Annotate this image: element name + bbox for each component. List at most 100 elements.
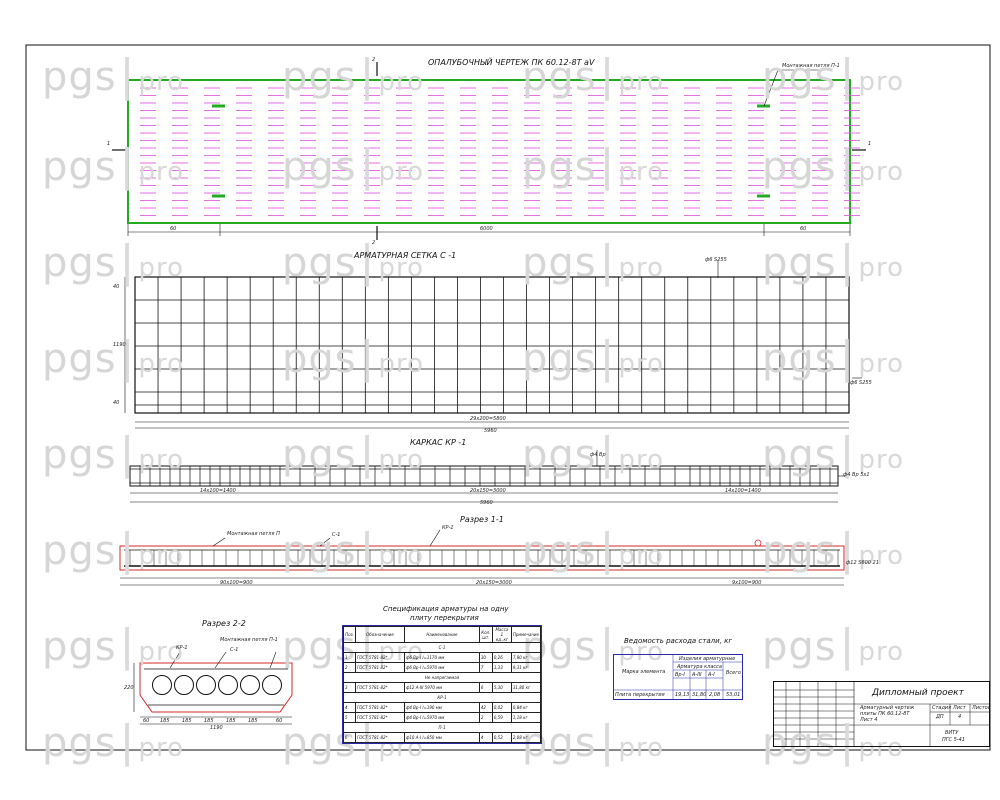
hollow-core — [196, 675, 216, 695]
watermark-separator: | — [359, 140, 376, 191]
dim-label: 1190 — [210, 725, 223, 731]
watermark-suffix: pro — [378, 157, 424, 187]
hollow-core — [240, 675, 260, 695]
spec-cell-mass: 1,33 — [491, 662, 512, 673]
watermark-separator: | — [119, 524, 136, 575]
dim-label: 14х100=1400 — [200, 488, 236, 494]
spec-cell-pos: 1 — [343, 652, 356, 663]
spec-title-1: Спецификация арматуры на одну — [383, 605, 509, 613]
sheet-border — [25, 44, 991, 751]
watermark-brand: pgs — [42, 624, 117, 670]
section-1-callout: КР-1 — [442, 525, 454, 531]
spec-cell-mass: 0,02 — [491, 702, 512, 713]
steel-row-label: Марка элемента — [622, 669, 666, 675]
watermark: pgs|pro — [762, 50, 904, 101]
spec-cell-mass: 0,26 — [491, 652, 512, 663]
dim-label: 14х100=1400 — [725, 488, 761, 494]
dim-label: 185 — [182, 718, 192, 724]
watermark-brand: pgs — [762, 54, 837, 100]
section-1-leader — [429, 529, 441, 547]
dim-label: 40 — [113, 284, 120, 290]
steel-col-label: Вр-I — [675, 672, 685, 678]
spec-cell-pos: 2 — [343, 662, 356, 673]
watermark: pgs|pro — [762, 428, 904, 479]
section-1-marker — [754, 539, 762, 547]
spec-table-frame — [342, 625, 542, 744]
mesh-grid — [135, 277, 849, 413]
spec-header-cell: Примечание — [510, 626, 542, 643]
title-block-org: ВИТУ — [945, 730, 959, 736]
watermark-brand: pgs — [42, 720, 117, 766]
watermark-brand: pgs — [762, 528, 837, 574]
watermark-brand: pgs — [42, 240, 117, 286]
steel-table-grid — [613, 654, 743, 700]
dim-label: 185 — [226, 718, 236, 724]
watermark-suffix: pro — [858, 157, 904, 187]
slab-hatch — [140, 87, 860, 216]
watermark-suffix: pro — [618, 541, 664, 571]
spec-cell-qty: 6 — [478, 682, 493, 693]
watermark-separator: | — [119, 716, 136, 767]
frame-bars — [130, 466, 838, 486]
section-mark-label: 2 — [372, 57, 376, 63]
mesh-title: АРМАТУРНАЯ СЕТКА С -1 — [354, 251, 457, 260]
title-block — [773, 681, 990, 747]
watermark-separator: | — [119, 428, 136, 479]
section-1-view — [119, 529, 845, 586]
steel-col-label: A-III — [692, 672, 702, 678]
section-1-callout: С-1 — [332, 532, 341, 538]
watermark-separator: | — [599, 428, 616, 479]
spec-header-row: Поз. Обозначение Наименование Кол. шт. М… — [343, 626, 542, 643]
watermark-suffix: pro — [138, 349, 184, 379]
watermark-suffix: pro — [138, 445, 184, 475]
spec-cell-name: ф12 A-III 5970 мм — [403, 682, 480, 693]
watermark: pgs|pro — [522, 428, 664, 479]
watermark-brand: pgs — [42, 432, 117, 478]
steel-value: 2,08 — [709, 692, 721, 698]
watermark-suffix: pro — [858, 349, 904, 379]
dim-label: 40 — [113, 400, 120, 406]
spec-cell-mass: 0,52 — [491, 732, 512, 743]
spec-header-cell: Обозначение — [354, 626, 405, 643]
watermark: pgs|pro — [762, 332, 904, 383]
watermark-separator: | — [599, 140, 616, 191]
spec-cell-name: ф6 Вр-I l=5970 мм — [403, 662, 480, 673]
watermark-brand: pgs — [522, 432, 597, 478]
spec-cell-note: 1,18 кг — [510, 712, 542, 723]
watermark-separator: | — [599, 620, 616, 671]
watermark: pgs|pro — [522, 716, 664, 767]
title-block-label: Стадия — [932, 705, 952, 711]
spec-group-row: Не напрягаемая — [343, 672, 541, 683]
dim-label: 185 — [160, 718, 170, 724]
spec-cell-note: 0,84 кг — [510, 702, 542, 713]
spec-cell-pos: 5 — [343, 712, 356, 723]
dim-label: 20х150=3000 — [476, 580, 512, 586]
spec-cell-doc: ГОСТ 5781-82* — [354, 652, 405, 663]
spec-cell-doc: ГОСТ 5781-82* — [354, 662, 405, 673]
spec-header-cell: Масса 1 ед.,кг — [491, 626, 512, 643]
frame-title: КАРКАС КР -1 — [410, 438, 467, 447]
watermark: pgs|pro — [762, 140, 904, 191]
title-block-value: 4 — [958, 714, 962, 720]
watermark-separator: | — [839, 716, 856, 767]
section-2-title: Разрез 2-2 — [202, 619, 246, 628]
spec-cell-doc: ГОСТ 5781-82* — [354, 682, 405, 693]
spec-cell-pos: 6 — [343, 732, 356, 743]
steel-col-label: Изделия арматурные — [679, 656, 736, 662]
section-1-stirrups — [129, 550, 839, 566]
watermark-brand: pgs — [282, 240, 357, 286]
title-block-project: Дипломный проект — [872, 688, 964, 698]
watermark-brand: pgs — [282, 528, 357, 574]
watermark-brand: pgs — [762, 624, 837, 670]
watermark: pgs|pro — [42, 524, 184, 575]
watermark-brand: pgs — [42, 144, 117, 190]
watermark-separator: | — [839, 620, 856, 671]
dim-label: 60 — [143, 718, 150, 724]
watermark-separator: | — [359, 428, 376, 479]
spec-cell-name: ф4 Вр-I l=5970 мм — [403, 712, 480, 723]
watermark-suffix: pro — [378, 541, 424, 571]
spec-header-cell: Поз. — [343, 626, 356, 643]
watermark-separator: | — [839, 50, 856, 101]
spec-group-row: КР-1 — [343, 692, 541, 703]
